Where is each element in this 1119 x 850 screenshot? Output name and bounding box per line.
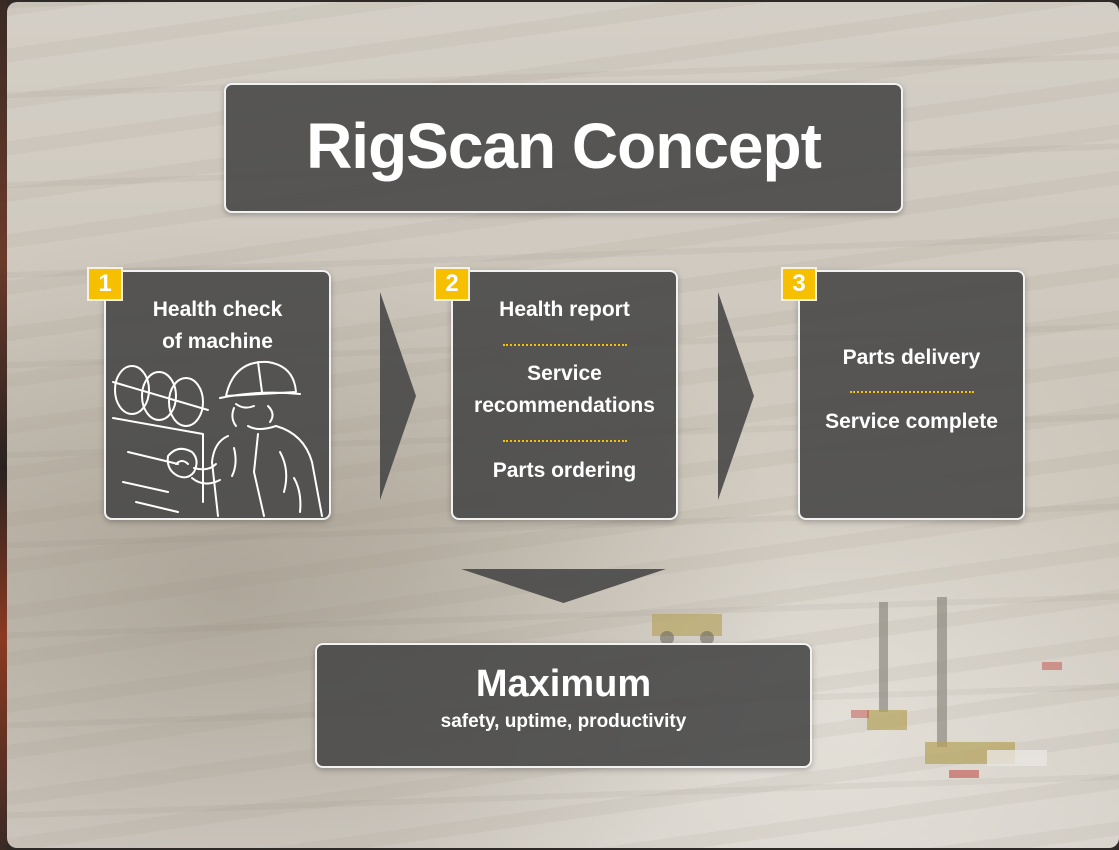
step-arrow-1-to-2 xyxy=(380,292,416,500)
result-box: Maximum safety, uptime, productivity xyxy=(315,643,812,768)
down-arrow-to-result xyxy=(461,569,666,603)
step-1-number-badge: 1 xyxy=(87,267,123,301)
drill-rigs-background xyxy=(851,597,1062,778)
step-3-number-badge: 3 xyxy=(781,267,817,301)
step-1-line-1: Health check xyxy=(152,298,283,321)
dotted-divider xyxy=(849,391,974,393)
step-1-line-2: of machine xyxy=(162,330,273,353)
step-1-box: 1 Health check of machine xyxy=(87,267,331,520)
title-box: RigScan Concept xyxy=(224,83,903,213)
step-2-item-service: Service xyxy=(527,362,602,385)
step-2-item-health-report: Health report xyxy=(499,298,630,321)
haul-truck-background xyxy=(652,614,722,645)
result-subtitle: safety, uptime, productivity xyxy=(440,711,687,732)
step-2-number-badge: 2 xyxy=(434,267,470,301)
step-2-item-recommendations: recommendations xyxy=(474,394,655,417)
step-2-item-parts-ordering: Parts ordering xyxy=(492,459,637,482)
adjacent-slide-edge xyxy=(0,0,7,850)
dotted-divider xyxy=(502,440,627,442)
step-3-box: 3 Parts delivery Service complete xyxy=(781,267,1025,520)
step-arrow-2-to-3 xyxy=(718,292,754,500)
step-2-box: 2 Health report Service recommendations … xyxy=(434,267,678,520)
result-title: Maximum xyxy=(475,663,652,705)
dotted-divider xyxy=(502,344,627,346)
step-3-item-service-complete: Service complete xyxy=(825,410,998,433)
slide-background: RigScan Concept 1 Health check of machin… xyxy=(7,2,1119,848)
step-3-item-parts-delivery: Parts delivery xyxy=(842,346,981,369)
worker-inspecting-machine-illustration xyxy=(112,360,323,517)
page-title: RigScan Concept xyxy=(306,110,822,182)
